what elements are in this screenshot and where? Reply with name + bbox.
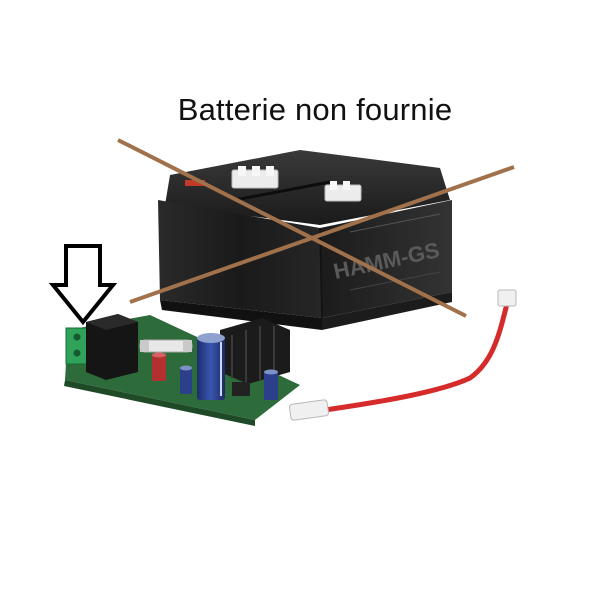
battery: HAMM-GS bbox=[158, 150, 452, 330]
circuit-board bbox=[64, 314, 300, 426]
capacitor-small-blue bbox=[180, 368, 192, 394]
wire-connector-right bbox=[497, 289, 517, 307]
down-arrow-icon bbox=[48, 244, 118, 326]
battery-base bbox=[160, 300, 322, 330]
cross-out-icon bbox=[117, 138, 515, 318]
battery-front bbox=[158, 200, 322, 318]
capacitor-small-red bbox=[152, 355, 166, 381]
battery-seam bbox=[234, 180, 331, 202]
heatsink bbox=[220, 318, 290, 384]
cross-line-2 bbox=[129, 165, 515, 304]
battery-terminal-right bbox=[324, 181, 362, 202]
battery-side bbox=[320, 200, 452, 318]
wire-connector-left bbox=[288, 399, 330, 421]
capacitor-large bbox=[197, 338, 225, 400]
ic-chip bbox=[232, 382, 250, 396]
terminal-block bbox=[65, 327, 89, 365]
battery-terminal-left bbox=[185, 166, 279, 189]
relay bbox=[86, 314, 138, 380]
cross-line-1 bbox=[117, 138, 467, 318]
capacitor-small-blue-2 bbox=[264, 372, 278, 400]
caption-battery-not-included: Batterie non fournie bbox=[177, 92, 453, 127]
red-wire bbox=[288, 289, 517, 421]
